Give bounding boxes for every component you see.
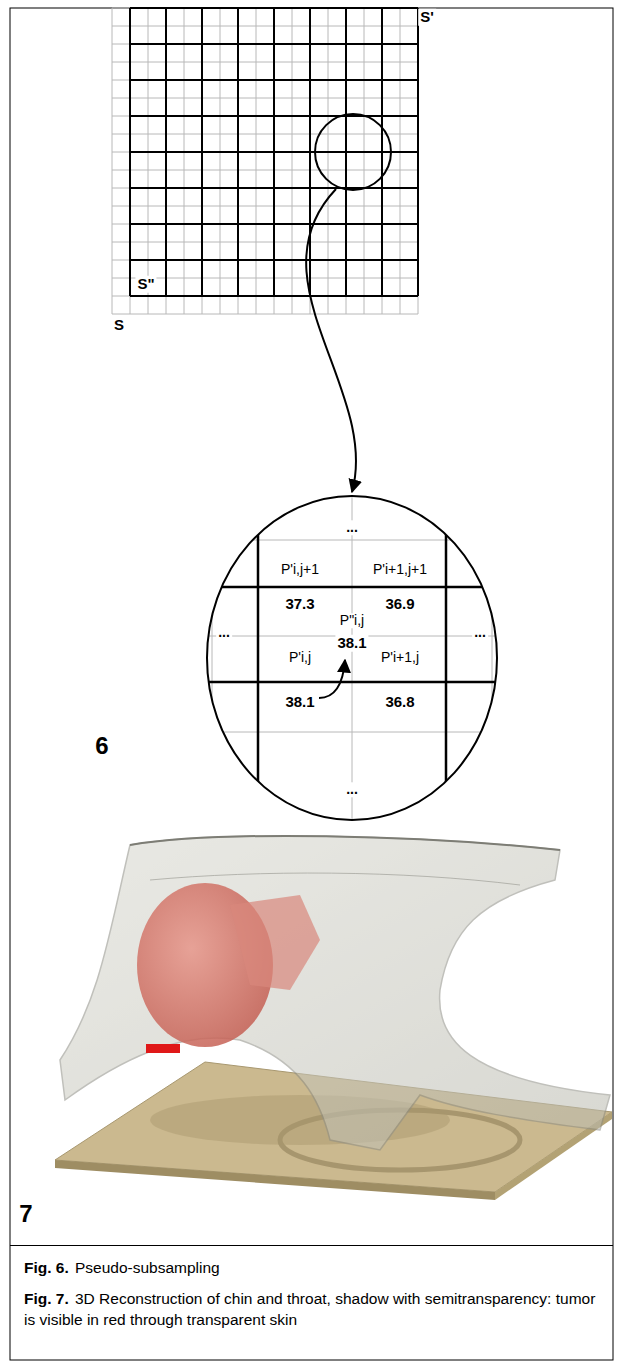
caption-text: Pseudo-subsampling — [75, 1259, 220, 1276]
figure-label: Fig. 7. — [24, 1290, 69, 1307]
caption-paragraph: Fig. 7.3D Reconstruction of chin and thr… — [24, 1289, 597, 1331]
caption-paragraph: Fig. 6. Pseudo-subsampling — [24, 1258, 597, 1279]
zoom-grid — [190, 480, 510, 840]
page-frame — [10, 8, 613, 1360]
pixel-value: 38.1 — [335, 635, 368, 652]
grid-s-prime — [130, 8, 418, 296]
grid-name: S — [112, 317, 126, 334]
grid-name: S' — [418, 9, 436, 26]
pixel-value: 36.9 — [383, 596, 416, 613]
pixel-name: P'i,j — [287, 650, 313, 665]
ellipsis: ... — [344, 782, 360, 797]
pixel-name: P'i,j+1 — [279, 562, 321, 577]
ellipsis: ... — [344, 520, 360, 535]
zoom-arrow — [306, 189, 356, 492]
caption-text: 3D Reconstruction of chin and throat, sh… — [24, 1290, 595, 1328]
pixel-value: 37.3 — [283, 596, 316, 613]
pixel-name: P'i+1,j — [379, 650, 421, 665]
zoom-ellipse — [207, 496, 497, 820]
grid-name: S" — [135, 276, 156, 293]
pixel-value: 38.1 — [283, 694, 316, 711]
figure-number: 6 — [93, 733, 110, 759]
pixel-value: 36.8 — [383, 694, 416, 711]
figure-number: 7 — [17, 1201, 34, 1227]
caption-box: Fig. 6. Pseudo-subsamplingFig. 7.3D Recon… — [10, 1245, 613, 1360]
ellipsis: ... — [216, 625, 232, 640]
figure-label: Fig. 6. — [24, 1259, 69, 1276]
value-arrow — [319, 660, 345, 698]
reconstruction-render — [55, 836, 612, 1200]
grid-s — [112, 8, 418, 314]
ellipsis: ... — [472, 625, 488, 640]
pixel-name: P"i,j — [338, 613, 366, 628]
magnifier-circle — [315, 114, 391, 190]
pixel-name: P'i+1,j+1 — [371, 562, 429, 577]
